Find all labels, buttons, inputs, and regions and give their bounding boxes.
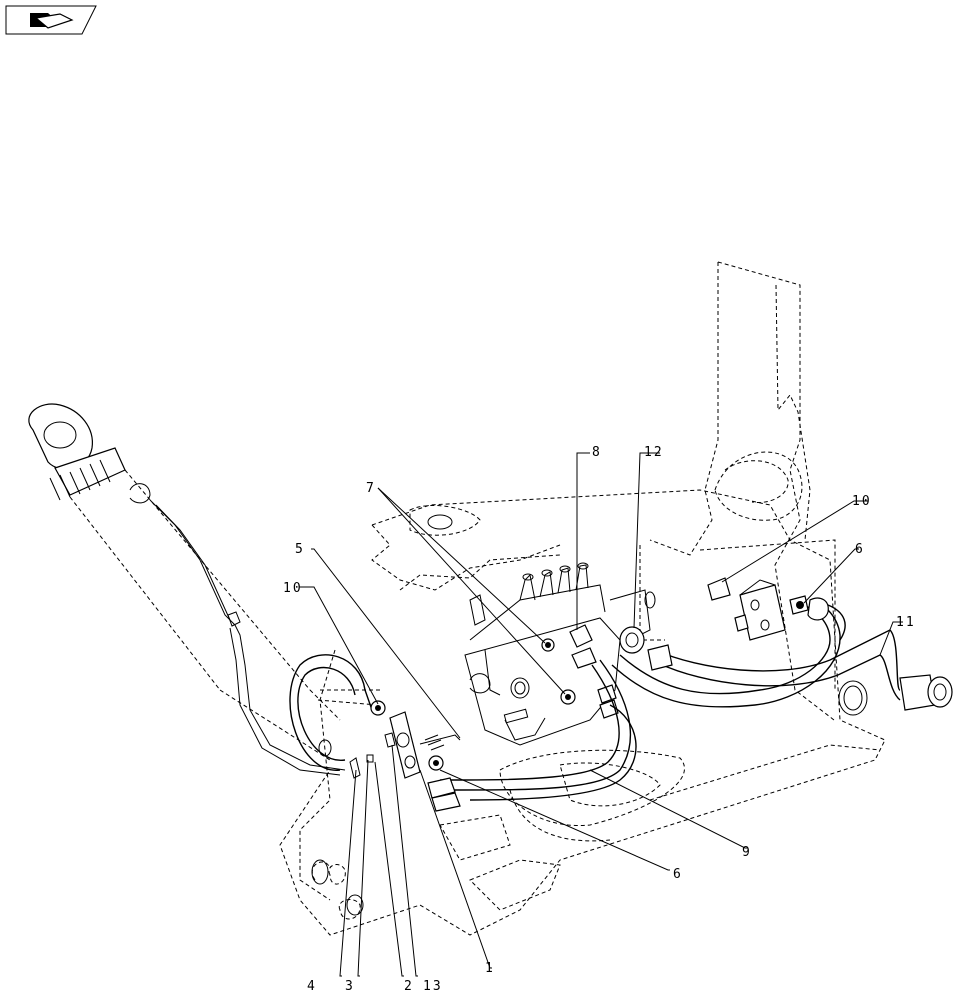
callout-12: 12 — [644, 445, 664, 460]
callout-13: 13 — [423, 979, 443, 994]
fitting-7-upper — [541, 638, 555, 652]
callout-6-right: 6 — [855, 542, 865, 557]
hydraulic-cylinder — [28, 403, 346, 776]
leader-lines — [299, 452, 903, 977]
fitting-8 — [569, 624, 593, 648]
callouts: 1 2 3 4 5 6 6 7 8 9 10 10 11 12 13 — [283, 445, 916, 994]
frame-openings — [311, 514, 868, 916]
fitting-12 — [619, 626, 645, 654]
arrow-page-icon — [30, 13, 74, 29]
hose-11 — [647, 629, 953, 711]
nav-badge[interactable] — [5, 5, 97, 35]
hose-bundle — [427, 599, 841, 812]
callout-5: 5 — [295, 542, 305, 557]
cylinder-hoses — [289, 654, 380, 771]
callout-11: 11 — [896, 615, 916, 630]
callout-3: 3 — [345, 979, 355, 994]
callout-8: 8 — [592, 445, 602, 460]
callout-10-left: 10 — [283, 581, 303, 596]
callout-10-right: 10 — [852, 494, 872, 509]
aux-valve — [707, 577, 846, 641]
callout-2: 2 — [404, 979, 414, 994]
callout-9: 9 — [742, 845, 752, 860]
callout-4: 4 — [307, 979, 317, 994]
small-valve-block — [349, 700, 461, 779]
callout-7: 7 — [366, 481, 376, 496]
control-valve — [464, 562, 651, 746]
callout-6-bottom: 6 — [673, 867, 683, 882]
valve-fittings — [541, 624, 645, 719]
callout-1: 1 — [485, 961, 495, 976]
